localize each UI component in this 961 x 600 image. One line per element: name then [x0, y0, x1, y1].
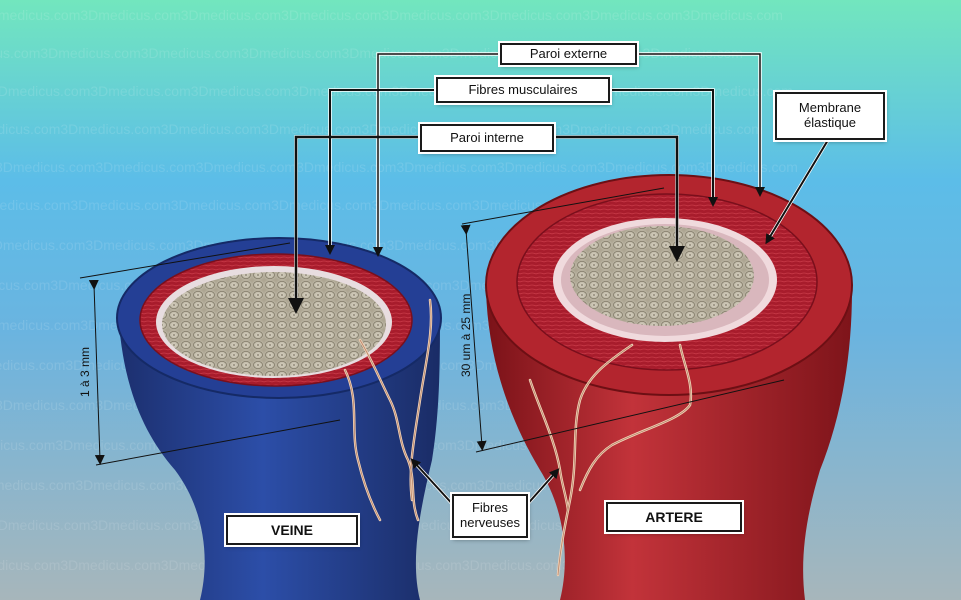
label-paroi-externe: Paroi externe: [500, 43, 637, 65]
label-artere: ARTERE: [606, 502, 742, 532]
leader-paroi-interne-artery: [554, 135, 685, 262]
label-paroi-interne: Paroi interne: [420, 124, 554, 152]
svg-text:3Dmedicus.com3Dmedicus.com3Dme: 3Dmedicus.com3Dmedicus.com3Dmedicus.com3…: [0, 159, 798, 175]
label-fibres-nerveuses-line1: Fibres: [471, 500, 509, 516]
vein-size-arrow: [88, 279, 105, 465]
label-fibres-nerveuses: Fibres nerveuses: [452, 494, 528, 538]
nerve-fibers: [343, 298, 693, 577]
artery: [485, 174, 853, 600]
artery-lumen: [570, 226, 754, 326]
leader-paroi-externe-artery: [636, 53, 765, 197]
label-membrane-elastique-line1: Membrane: [798, 100, 862, 116]
vein: [116, 237, 442, 600]
measure-veine: 1 à 3 mm: [78, 346, 92, 397]
leader-fibres-nerveuses-vein: [410, 458, 457, 509]
leader-fibres-musculaires-vein: [325, 89, 436, 255]
artery-size-arrow: [460, 224, 487, 451]
leader-paroi-interne-vein: [288, 135, 420, 314]
svg-text:3Dmedicus.com3Dmedicus.com3Dme: 3Dmedicus.com3Dmedicus.com3Dmedicus.com3…: [0, 121, 763, 137]
label-fibres-nerveuses-line2: nerveuses: [460, 515, 520, 530]
measure-artere: 30 um à 25 mm: [459, 293, 473, 377]
leader-paroi-externe-vein: [373, 53, 500, 257]
leader-lines: [288, 52, 830, 510]
leader-fibres-nerveuses-artery: [523, 468, 560, 509]
label-membrane-elastique: Membrane élastique: [775, 92, 885, 140]
vein-lumen: [162, 272, 386, 376]
leader-membrane-elastique: [765, 139, 829, 245]
label-membrane-elastique-line2: élastique: [803, 115, 857, 130]
svg-text:3Dmedicus.com3Dmedicus.com3Dme: 3Dmedicus.com3Dmedicus.com3Dmedicus.com3…: [0, 7, 783, 23]
leader-fibres-musculaires-artery: [610, 89, 718, 207]
label-fibres-musculaires: Fibres musculaires: [436, 77, 610, 103]
measurement-lines: [79, 187, 785, 466]
label-veine: VEINE: [226, 515, 358, 545]
